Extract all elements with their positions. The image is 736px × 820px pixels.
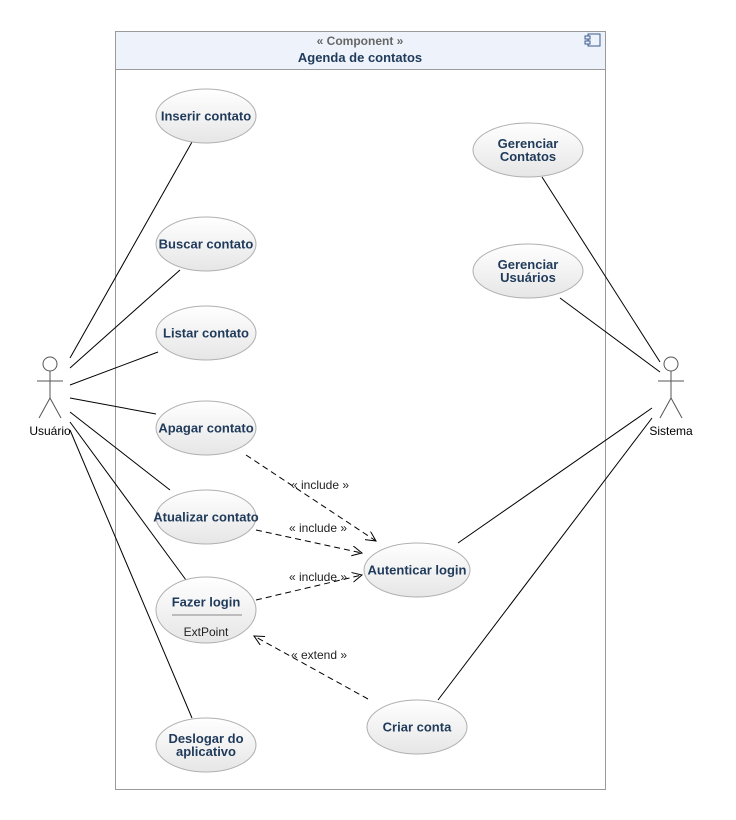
use-case-ellipse [363,542,471,598]
assoc-sistema-criar-conta [437,417,653,701]
use-case-ellipse [155,576,257,644]
include-label-atualizar: « include » [289,521,347,535]
use-case-autenticar[interactable]: Autenticar login [363,542,471,598]
use-case-label: Autenticar login [368,563,467,578]
actor-sistema[interactable]: Sistema [649,356,693,438]
include-atualizar-autenticar [255,529,362,553]
actor-usuario-label: Usuário [29,424,71,438]
use-case-ellipse [155,717,257,773]
assoc-usuario-atualizar [69,411,171,491]
use-case-label: Atualizar contato [153,510,259,525]
extend-criar-login [254,636,369,700]
use-case-ellipse [155,216,257,272]
use-case-label: Listar contato [163,326,249,341]
use-case-label: aplicativo [176,744,236,759]
use-case-label: Fazer login [172,595,241,610]
include-apagar-autenticar [245,454,376,541]
use-case-criar-conta[interactable]: Criar conta [366,699,468,755]
use-case-ellipse [155,88,257,144]
extend-label-criar: « extend » [291,648,347,662]
actor-figure-icon [37,356,63,419]
use-case-ellipse [472,122,584,178]
use-case-ellipse [155,400,257,456]
assoc-sistema-gerenciar-usuarios [559,297,661,373]
use-case-apagar[interactable]: Apagar contato [155,400,257,456]
use-case-ellipse [155,489,257,545]
use-case-label: Inserir contato [161,109,251,124]
use-case-fazer-login[interactable]: Fazer login [155,576,257,644]
use-case-label: Apagar contato [158,421,253,436]
use-case-label: Buscar contato [159,237,254,252]
actor-figure-icon [658,356,684,419]
use-case-listar[interactable]: Listar contato [155,305,257,361]
assoc-usuario-fazer-login [69,421,187,581]
assoc-usuario-inserir [69,141,193,359]
component-icon [584,33,601,47]
use-case-atualizar[interactable]: Atualizar contato [153,489,259,545]
use-case-ellipse [366,699,468,755]
use-case-label: Criar conta [383,720,452,735]
assoc-usuario-deslogar [69,429,193,719]
actor-usuario[interactable]: Usuário [29,356,71,438]
assoc-usuario-apagar [69,397,157,415]
use-case-label: Usuários [500,270,556,285]
use-case-ellipse [155,305,257,361]
use-case-inserir[interactable]: Inserir contato [155,88,257,144]
assoc-usuario-buscar [69,269,181,369]
use-case-buscar[interactable]: Buscar contato [155,216,257,272]
assoc-sistema-autenticar [457,407,653,544]
component-header [115,31,606,70]
assoc-sistema-gerenciar-contatos [541,176,661,363]
extension-point-label: ExtPoint [184,625,229,639]
use-case-label: Gerenciar [498,257,559,272]
include-label-apagar: « include » [291,478,349,492]
use-case-ellipse [472,243,584,299]
include-label-login: « include » [289,570,347,584]
include-login-autenticar [255,575,362,601]
component-title: Agenda de contatos [298,50,422,65]
actor-sistema-label: Sistema [649,424,693,438]
associations [69,141,661,719]
dependencies [245,454,376,700]
use-case-label: Contatos [500,149,556,164]
assoc-usuario-listar [69,351,159,386]
use-case-label: Deslogar do [168,731,243,746]
use-case-label: Gerenciar [498,136,559,151]
component-stereotype: « Component » [317,34,404,48]
